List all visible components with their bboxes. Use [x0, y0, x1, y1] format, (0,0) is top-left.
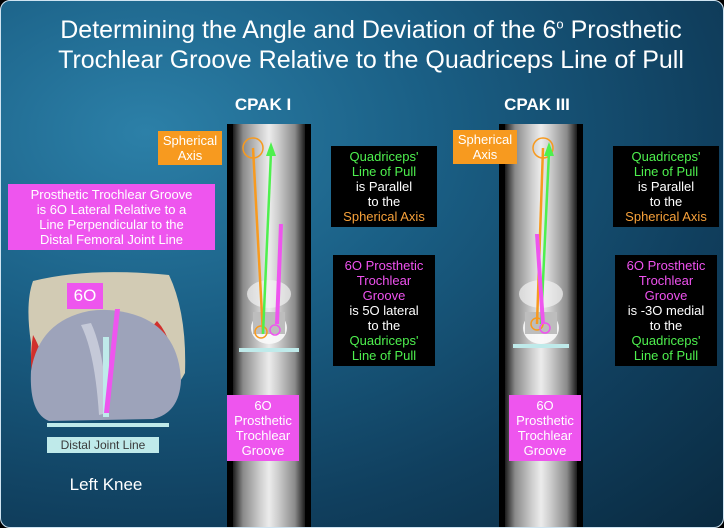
cpak-1-groove-label: 6O Prosthetic Trochlear Groove	[227, 395, 299, 461]
knee-illustration	[28, 272, 186, 427]
cpak-3-spherical-axis-label: Spherical Axis	[453, 130, 517, 164]
cpak-1-parallel-box: Quadriceps' Line of Pull is Parallel to …	[331, 146, 437, 227]
groove-line	[104, 309, 120, 413]
cpak-3-parallel-box: Quadriceps' Line of Pull is Parallel to …	[613, 146, 719, 227]
cpak-1-spherical-axis-label: Spherical Axis	[158, 131, 222, 165]
distal-joint-line	[47, 423, 169, 427]
title-line-1: Determining the Angle and Deviation of t…	[60, 16, 682, 44]
left-knee-caption: Left Knee	[69, 475, 143, 494]
title-line-2: Trochlear Groove Relative to the Quadric…	[58, 46, 684, 74]
implant-groove	[81, 323, 107, 415]
cpak-1-deviation-box: 6O Prosthetic Trochlear Groove is 5O lat…	[333, 255, 435, 366]
cpak-3-groove-label: 6O Prosthetic Trochlear Groove	[509, 395, 581, 461]
cpak-3-deviation-box: 6O Prosthetic Trochlear Groove is -3O me…	[615, 255, 717, 366]
cpak-1-heading: CPAK I	[234, 95, 292, 114]
cpak-3-xray	[499, 124, 583, 527]
perpendicular-line	[103, 337, 109, 417]
knee-description: Prosthetic Trochlear Groove is 6O Latera…	[8, 184, 215, 250]
cpak-1-xray	[227, 124, 311, 527]
knee-angle-label: 6O	[67, 283, 103, 309]
cpak-3-heading: CPAK III	[504, 95, 570, 114]
distal-joint-line-label: Distal Joint Line	[47, 437, 159, 453]
